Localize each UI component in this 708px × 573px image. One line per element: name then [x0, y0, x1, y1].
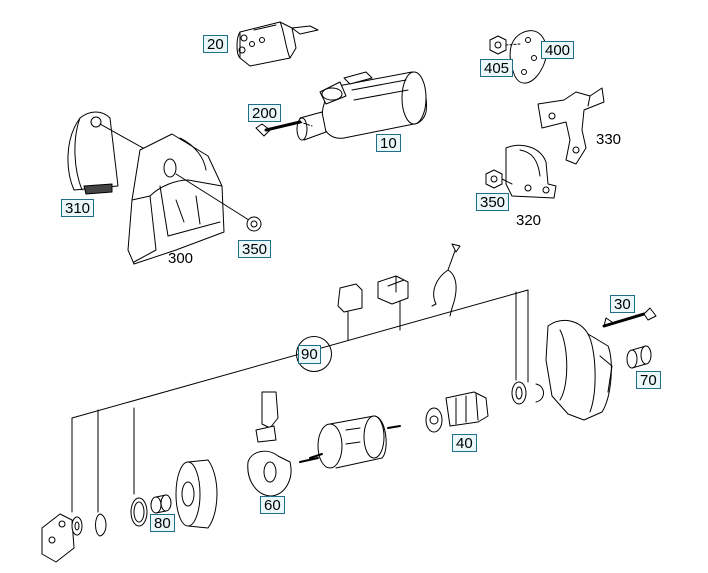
- part-label-90: 90: [298, 345, 321, 364]
- part-label-300: 300: [168, 250, 194, 267]
- part-label-80: 80: [150, 514, 175, 532]
- part-label-320: 320: [516, 212, 542, 229]
- heat-shield-300-drawing: [127, 133, 225, 265]
- part-label-90-circle: 90: [296, 336, 332, 372]
- part-label-70: 70: [636, 371, 661, 389]
- gasket-400-drawing: [505, 30, 548, 84]
- part-label-310: 310: [61, 199, 95, 217]
- bracket-330-drawing: [537, 87, 605, 165]
- bolt-200-drawing: [255, 120, 313, 137]
- o-ring-drawing: [130, 497, 148, 527]
- part-label-400: 400: [541, 41, 575, 59]
- solenoid-switch-drawing: [236, 21, 319, 67]
- part-label-40: 40: [452, 434, 477, 452]
- through-bolt-30-drawing: [602, 307, 657, 328]
- brush-drawing: [337, 283, 363, 313]
- part-label-200: 200: [248, 104, 282, 122]
- brush-holder-drawing: [377, 275, 409, 305]
- starter-motor-drawing: [296, 71, 427, 141]
- drive-pinion-40-drawing: [425, 391, 489, 433]
- armature-drawing: [299, 415, 401, 469]
- sleeve-80-drawing: [150, 494, 172, 514]
- bracket-320-drawing: [505, 144, 557, 199]
- bushing-70-drawing: [626, 345, 652, 369]
- part-label-405: 405: [480, 59, 514, 77]
- nut-350-left-drawing: [246, 216, 262, 232]
- seal-ring-drawing: [511, 381, 544, 405]
- fork-lever-drawing: [431, 243, 461, 317]
- nut-350-right-drawing: [485, 169, 513, 189]
- part-label-350-left: 350: [238, 240, 272, 258]
- part-label-10: 10: [376, 134, 401, 152]
- bracket-310-drawing: [67, 111, 119, 195]
- part-label-330: 330: [596, 131, 622, 148]
- part-label-20: 20: [203, 35, 228, 53]
- part-label-30: 30: [610, 295, 635, 313]
- washer-left-drawing: [71, 516, 83, 536]
- brush-plate-60-drawing: [247, 391, 292, 497]
- nut-405-drawing: [489, 35, 507, 55]
- end-cover-drawing: [175, 459, 218, 529]
- drive-housing-drawing: [545, 319, 613, 421]
- part-label-350-right: 350: [476, 193, 510, 211]
- snap-ring-drawing: [95, 513, 107, 537]
- end-plate-drawing: [41, 513, 75, 563]
- part-label-60: 60: [260, 496, 285, 514]
